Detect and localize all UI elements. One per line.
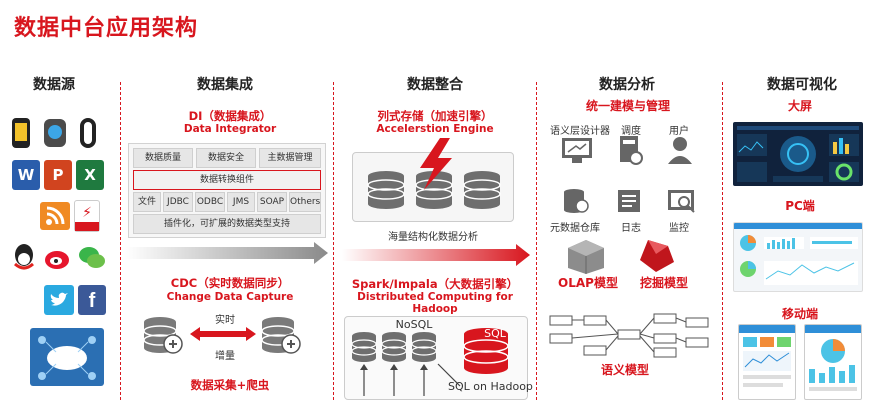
di-title: DI（数据集成） [188, 109, 272, 123]
di-box-security: 数据安全 [196, 148, 256, 168]
analysis-subtitle: 统一建模与管理 [585, 99, 670, 113]
columnar-storage-icon [367, 138, 501, 209]
column-divider [536, 82, 537, 400]
column-divider [722, 82, 723, 400]
analysis-tools-icons [562, 136, 695, 213]
designer-icon [562, 138, 592, 163]
olap-cube-icon [568, 240, 604, 274]
facebook-icon: f [78, 285, 106, 315]
excel-icon: X [76, 160, 104, 190]
phone-icon [12, 118, 30, 148]
sql-label: SQL [484, 327, 506, 340]
crawler-title: 数据采集+爬虫 [190, 378, 270, 392]
di-box-plugin: 插件化，可扩展的数据类型支持 [133, 214, 321, 234]
engine-caption: 海量结构化数据分析 [388, 232, 478, 243]
engine-subtitle: Accelerstion Engine [376, 123, 494, 135]
col-header-integration: 数据集成 [197, 77, 253, 93]
log-icon [618, 190, 640, 212]
spark-title: Spark/Impala（大数据引擎） [351, 277, 519, 291]
column-divider [333, 82, 334, 400]
mining-gem-icon [640, 240, 674, 272]
cdc-incremental-label: 增量 [215, 351, 235, 362]
col-header-source: 数据源 [33, 77, 75, 93]
model-icons [568, 240, 674, 274]
cdc-title: CDC（实时数据同步） [170, 276, 290, 290]
di-box-jdbc: JDBC [163, 192, 193, 212]
di-box-soap: SOAP [257, 192, 287, 212]
di-box-odbc: ODBC [195, 192, 225, 212]
hadoop-storage-diagram [351, 328, 509, 396]
mobile-label: 移动端 [781, 307, 818, 321]
olap-model-label: OLAP模型 [558, 276, 618, 290]
nosql-label: NoSQL [395, 318, 433, 331]
di-box-others: Others [289, 192, 321, 212]
powerpoint-icon: P [44, 160, 72, 190]
pdf-icon: ⚡ [74, 200, 100, 232]
di-box-transform: 数据转换组件 [133, 170, 321, 190]
col-header-analysis: 数据分析 [599, 77, 655, 93]
semantic-model-label: 语义模型 [600, 363, 649, 377]
label-semantic-designer: 语义层设计器 [550, 126, 610, 137]
cdc-realtime-label: 实时 [215, 315, 235, 326]
engine-title: 列式存储（加速引擎） [377, 109, 493, 123]
mining-model-label: 挖掘模型 [639, 276, 688, 290]
mobile-thumbnail-1 [738, 324, 796, 400]
di-subtitle: Data Integrator [183, 123, 277, 135]
col-header-visualization: 数据可视化 [767, 77, 837, 93]
spark-subtitle-1: Distributed Computing for [357, 291, 513, 303]
user-icon [668, 137, 692, 164]
word-icon: W [12, 160, 40, 190]
metadata-repository-icon [564, 189, 589, 213]
flow-arrow-integration [126, 242, 328, 264]
di-box-master-data: 主数据管理 [259, 148, 321, 168]
semantic-model-diagram [549, 313, 709, 358]
big-screen-label: 大屏 [787, 99, 812, 113]
twitter-icon [44, 285, 74, 315]
sql-on-hadoop-label: SQL on Hadoop [448, 380, 533, 393]
cloud-computing-icon [30, 328, 104, 386]
watch-icon [44, 119, 66, 147]
label-scheduling: 调度 [621, 126, 641, 137]
pc-label: PC端 [785, 199, 815, 213]
wechat-icon [78, 242, 106, 272]
schedule-icon [620, 136, 643, 165]
lightning-icon [420, 138, 452, 190]
monitor-icon [668, 190, 695, 213]
label-log: 日志 [621, 223, 641, 234]
cdc-sync-diagram [143, 317, 301, 354]
cdc-subtitle: Change Data Capture [166, 291, 294, 303]
pc-dashboard-thumbnail [733, 222, 863, 292]
di-box-file: 文件 [133, 192, 161, 212]
label-monitor: 监控 [669, 223, 689, 234]
column-divider [120, 82, 121, 400]
database-icon [143, 317, 183, 354]
big-screen-thumbnail [733, 122, 863, 186]
weibo-icon [43, 242, 73, 272]
fitness-band-icon [80, 118, 96, 148]
page-title: 数据中台应用架构 [14, 16, 199, 41]
di-box-jms: JMS [227, 192, 255, 212]
label-user: 用户 [669, 126, 689, 137]
col-header-consolidation: 数据整合 [407, 77, 463, 93]
qq-icon [9, 242, 39, 272]
rss-icon [40, 202, 70, 230]
label-metadata-repository: 元数据仓库 [550, 223, 600, 234]
spark-subtitle-2: Hadoop [412, 303, 458, 315]
di-box-quality: 数据质量 [133, 148, 193, 168]
mobile-thumbnail-2 [804, 324, 862, 400]
flow-arrow-consolidation [342, 244, 530, 266]
